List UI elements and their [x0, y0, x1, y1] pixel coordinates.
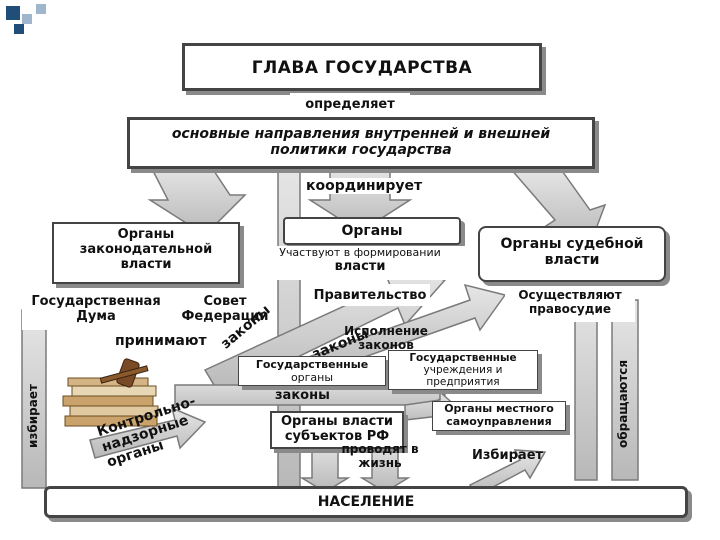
institutions-line1: Государственные	[409, 352, 517, 364]
local-gov-line2: самоуправления	[446, 415, 552, 428]
formation-box: Участвуют в формировании власти	[250, 246, 470, 280]
institutions-line3: предприятия	[426, 376, 500, 388]
arrow-to-legislative	[147, 164, 247, 236]
institutions-line2: учреждения и	[423, 364, 503, 376]
duma-line2: Дума	[76, 309, 116, 324]
coordinates-label: координирует	[302, 178, 427, 194]
state-organs-box: Государственные органы	[238, 356, 386, 386]
policy-line2: политики государства	[270, 142, 452, 158]
decor-square-1	[6, 6, 20, 20]
administer-box: Осуществляют правосудие	[505, 288, 635, 322]
decor-square-4	[36, 4, 46, 14]
policy-box: основные направления внутренней и внешне…	[127, 117, 595, 169]
local-gov-box: Органы местного самоуправления	[432, 401, 566, 431]
determines-box: определяет	[290, 93, 410, 113]
state-organs-line1: Государственные	[255, 358, 369, 371]
gavel-books-icon	[62, 358, 159, 427]
executive-organs-label: Органы	[341, 223, 403, 239]
supervisory-arrow	[89, 406, 207, 459]
decor-square-3	[14, 24, 24, 34]
state-organs-line2: органы	[290, 371, 334, 384]
adopt-label: принимают	[112, 333, 210, 349]
population-box: НАСЕЛЕНИЕ	[44, 486, 688, 518]
duma-box: Государственная Дума	[22, 294, 170, 330]
subjects-line1: Органы власти	[280, 414, 394, 429]
implement-line2: жизнь	[358, 456, 402, 470]
government-box: Правительство	[310, 284, 430, 306]
judicial-box: Органы судебной власти	[478, 226, 666, 282]
appeal-right-label: обращаются	[616, 359, 630, 448]
state-institutions-box: Государственные учреждения и предприятия	[388, 350, 538, 390]
execution-line2: законов	[358, 338, 414, 352]
arrow-to-judicial	[508, 167, 607, 246]
judicial-line2: власти	[544, 252, 600, 268]
local-gov-line1: Органы местного	[444, 402, 554, 415]
laws-center-label: законы	[275, 388, 330, 403]
execution-box: Исполнение законов	[336, 324, 436, 354]
formation-line1: Участвуют в формировании	[279, 246, 441, 259]
head-of-state-label: ГЛАВА ГОСУДАРСТВА	[251, 58, 473, 78]
government-label: Правительство	[313, 288, 427, 303]
federation-council-box: Совет Федерации	[180, 294, 270, 330]
duma-line1: Государственная	[31, 294, 161, 309]
legislative-line2: законодательной	[79, 242, 213, 257]
executive-organs-box: Органы	[283, 217, 461, 245]
elects-bottom-label: Избирает	[472, 448, 544, 463]
determines-label: определяет	[305, 97, 395, 112]
administer-line1: Осуществляют	[518, 288, 622, 302]
legislative-line1: Органы	[117, 227, 175, 242]
population-label: НАСЕЛЕНИЕ	[317, 494, 415, 510]
decor-square-2	[22, 14, 32, 24]
appeal-bar-right	[611, 299, 639, 481]
head-of-state-box: ГЛАВА ГОСУДАРСТВА	[182, 43, 542, 91]
policy-line1: основные направления внутренней и внешне…	[171, 126, 551, 142]
subjects-line2: субъектов РФ	[284, 429, 390, 444]
execution-line1: Исполнение	[344, 324, 428, 338]
federation-line2: Федерации	[181, 309, 269, 324]
federation-line1: Совет	[203, 294, 247, 309]
legislative-line3: власти	[120, 257, 172, 272]
administer-line2: правосудие	[529, 302, 611, 316]
judicial-line1: Органы судебной	[500, 236, 644, 252]
elects-left-label: избирает	[26, 384, 40, 448]
formation-line2: власти	[334, 259, 386, 274]
implement-line1: проводят в	[341, 442, 419, 456]
legislative-box: Органы законодательной власти	[52, 222, 240, 284]
subjects-box: Органы власти субъектов РФ	[270, 411, 404, 449]
implement-box: проводят в жизнь	[340, 442, 420, 472]
